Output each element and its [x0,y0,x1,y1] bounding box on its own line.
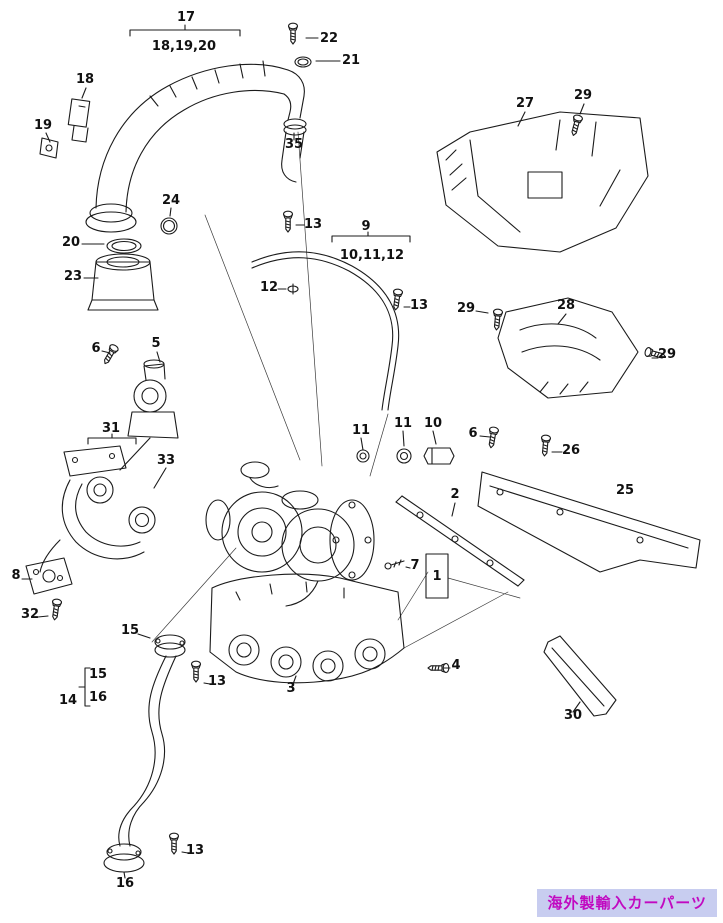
ring-21 [294,56,312,68]
part-label-29: 29 [574,88,592,103]
part-label-30: 30 [564,708,582,723]
shop-banner-text: 海外製輸入カーパーツ [547,894,707,912]
bolt-32 [49,598,63,622]
gasket-24 [160,217,178,235]
part-label-13: 13 [208,674,226,689]
part-label-35: 35 [285,137,303,152]
turbocharger [205,461,375,607]
part-label-32: 32 [21,607,39,622]
part-label-6: 6 [91,341,100,356]
oil-return-pipe-14-16 [118,655,177,847]
highlight-marker [425,553,449,599]
seal-ring-20 [106,238,142,254]
bolt-22 [287,22,299,45]
egr-cooler-31-33 [39,445,156,573]
shop-banner: 海外製輸入カーパーツ [537,889,717,917]
part-label-15: 15 [121,623,139,638]
part-label-12: 12 [260,280,278,295]
flange-8 [25,557,73,595]
part-label-21: 21 [342,53,360,68]
bolt-13-oil [190,660,202,683]
part-label-9: 9 [361,219,370,234]
part-label-6: 6 [468,426,477,441]
housing-23 [87,253,159,311]
part-label-20: 20 [62,235,80,250]
bracket-19 [39,137,59,159]
part-label-7: 7 [410,558,419,573]
bolt-6-left [100,342,120,367]
part-label-3: 3 [286,681,295,696]
part-label-2: 2 [450,487,459,502]
part-label-11: 11 [394,416,412,431]
flange-16 [103,843,145,873]
part-label-15: 15 [89,667,107,682]
part-label-18: 18 [76,72,94,87]
part-label-16: 16 [89,690,107,705]
clip-12 [287,283,299,295]
part-label-18-19-20: 18,19,20 [152,39,216,54]
part-label-26: 26 [562,443,580,458]
part-label-33: 33 [157,453,175,468]
clamp-35 [281,118,307,183]
part-label-10: 10 [424,416,442,431]
part-label-17: 17 [177,10,195,25]
bolt-26 [539,434,552,457]
part-label-28: 28 [557,298,575,313]
exhaust-manifold-3 [209,573,405,684]
part-label-5: 5 [151,336,160,351]
bolt-13-top [282,210,294,233]
part-label-13: 13 [186,843,204,858]
leader-lines [21,37,659,879]
part-label-31: 31 [102,421,120,436]
group-brackets [78,24,411,707]
part-label-13: 13 [410,298,428,313]
part-label-29: 29 [658,347,676,362]
part-label-23: 23 [64,269,82,284]
heat-shield-28 [497,297,639,399]
part-label-14: 14 [59,693,77,708]
stud-7 [384,559,405,570]
part-label-22: 22 [320,31,338,46]
sensor-18 [67,98,91,143]
construction-lines [151,131,521,649]
part-label-8: 8 [11,568,20,583]
bolt-29-top [568,113,584,138]
part-label-13: 13 [304,217,322,232]
bolt-13-lower [168,832,180,855]
part-label-25: 25 [616,483,634,498]
fittings-10-11 [356,447,455,465]
part-label-27: 27 [516,96,534,111]
part-label-11: 11 [352,423,370,438]
part-label-16: 16 [116,876,134,891]
bracket-plate-25 [477,471,701,573]
flange-15 [154,634,186,658]
coolant-pipe-9 [251,251,400,411]
intake-pipe-assembly [85,60,305,233]
part-label-4: 4 [451,658,460,673]
part-label-19: 19 [34,118,52,133]
manifold-gasket-2 [395,495,525,587]
part-label-24: 24 [162,193,180,208]
heat-shield-27 [436,111,649,253]
part-label-29: 29 [457,301,475,316]
bolt-6-right [485,425,500,450]
part-label-1: 1 [432,569,441,584]
part-label-10-11-12: 10,11,12 [340,248,404,263]
strip-30 [543,635,617,717]
